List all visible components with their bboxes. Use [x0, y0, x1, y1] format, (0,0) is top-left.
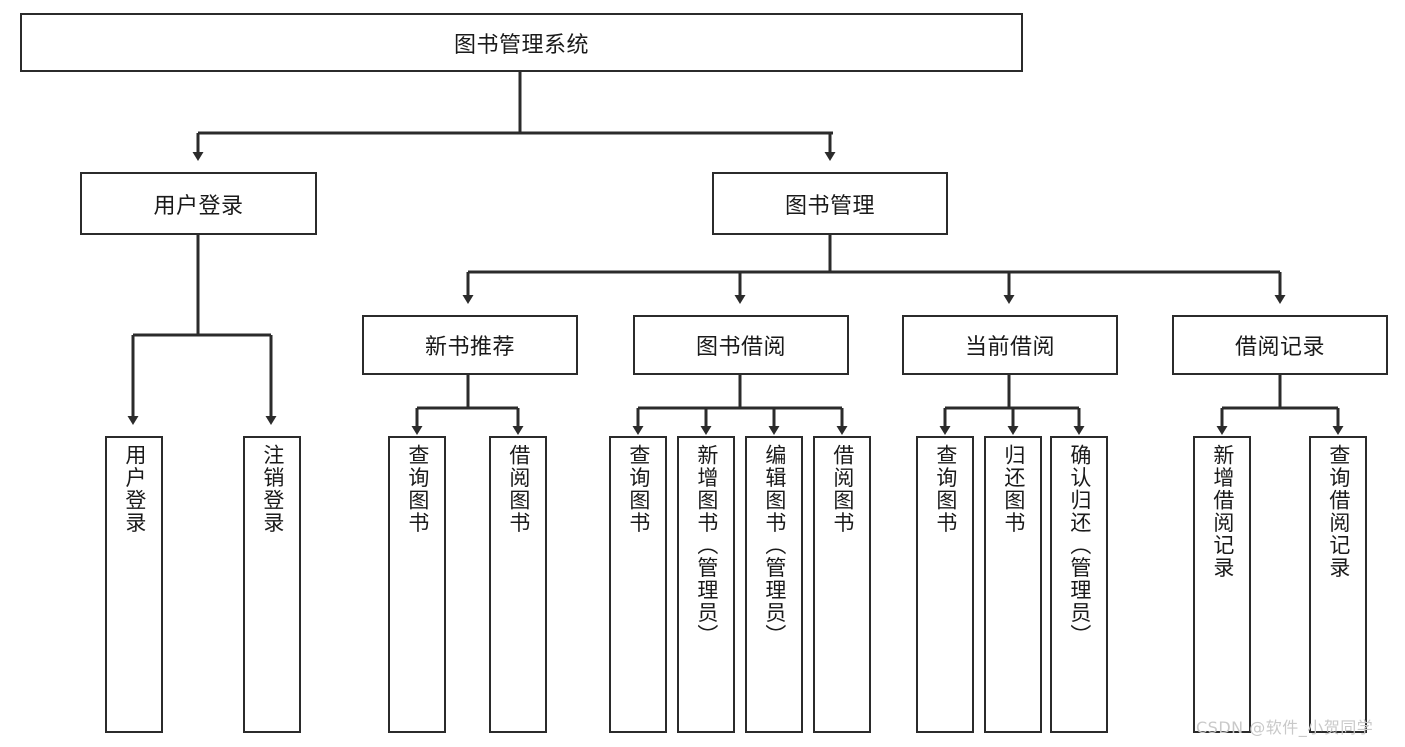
node-leaf-query-book-borrow[interactable]: 查询图书: [609, 436, 667, 733]
node-leaf-add-book-admin[interactable]: 新增图书（管理员）: [677, 436, 735, 733]
node-label: 图书借阅: [695, 335, 786, 360]
node-label: 新增借阅记录: [1210, 444, 1235, 579]
node-borrow-record[interactable]: 借阅记录: [1172, 315, 1388, 375]
node-label: 查询图书: [405, 444, 430, 534]
node-label: 新增图书（管理员）: [694, 444, 719, 647]
node-leaf-borrow-book[interactable]: 借阅图书: [813, 436, 871, 733]
node-label: 新书推荐: [424, 335, 515, 360]
node-leaf-return-book[interactable]: 归还图书: [984, 436, 1042, 733]
node-leaf-query-book-current[interactable]: 查询图书: [916, 436, 974, 733]
watermark: CSDN @软件_小贺同学: [1196, 718, 1374, 737]
node-label: 确认归还（管理员）: [1067, 444, 1092, 647]
node-leaf-logout[interactable]: 注销登录: [243, 436, 301, 733]
node-label: 用户登录: [122, 444, 147, 534]
node-label: 归还图书: [1001, 444, 1026, 534]
node-label: 借阅记录: [1234, 335, 1325, 360]
node-label: 编辑图书（管理员）: [762, 444, 787, 647]
node-book-borrow[interactable]: 图书借阅: [633, 315, 849, 375]
node-leaf-edit-book-admin[interactable]: 编辑图书（管理员）: [745, 436, 803, 733]
node-leaf-query-book-recommend[interactable]: 查询图书: [388, 436, 446, 733]
node-book-management-system[interactable]: 图书管理系统: [20, 13, 1023, 72]
node-current-borrow[interactable]: 当前借阅: [902, 315, 1118, 375]
node-new-book-recommend[interactable]: 新书推荐: [362, 315, 578, 375]
node-leaf-borrow-book-recommend[interactable]: 借阅图书: [489, 436, 547, 733]
node-leaf-user-login[interactable]: 用户登录: [105, 436, 163, 733]
node-book-management[interactable]: 图书管理: [712, 172, 948, 235]
node-leaf-confirm-return-admin[interactable]: 确认归还（管理员）: [1050, 436, 1108, 733]
node-leaf-add-borrow-record[interactable]: 新增借阅记录: [1193, 436, 1251, 733]
node-label: 注销登录: [260, 444, 285, 534]
node-label: 当前借阅: [964, 335, 1055, 360]
node-label: 用户登录: [153, 193, 244, 219]
node-label: 查询图书: [626, 444, 651, 534]
node-label: 借阅图书: [830, 444, 855, 534]
node-label: 查询图书: [933, 444, 958, 534]
node-label: 查询借阅记录: [1326, 444, 1351, 579]
node-label: 借阅图书: [506, 444, 531, 534]
node-leaf-query-borrow-record[interactable]: 查询借阅记录: [1309, 436, 1367, 733]
node-label: 图书管理: [784, 193, 875, 219]
node-label: 图书管理系统: [453, 32, 589, 58]
node-user-login[interactable]: 用户登录: [80, 172, 317, 235]
